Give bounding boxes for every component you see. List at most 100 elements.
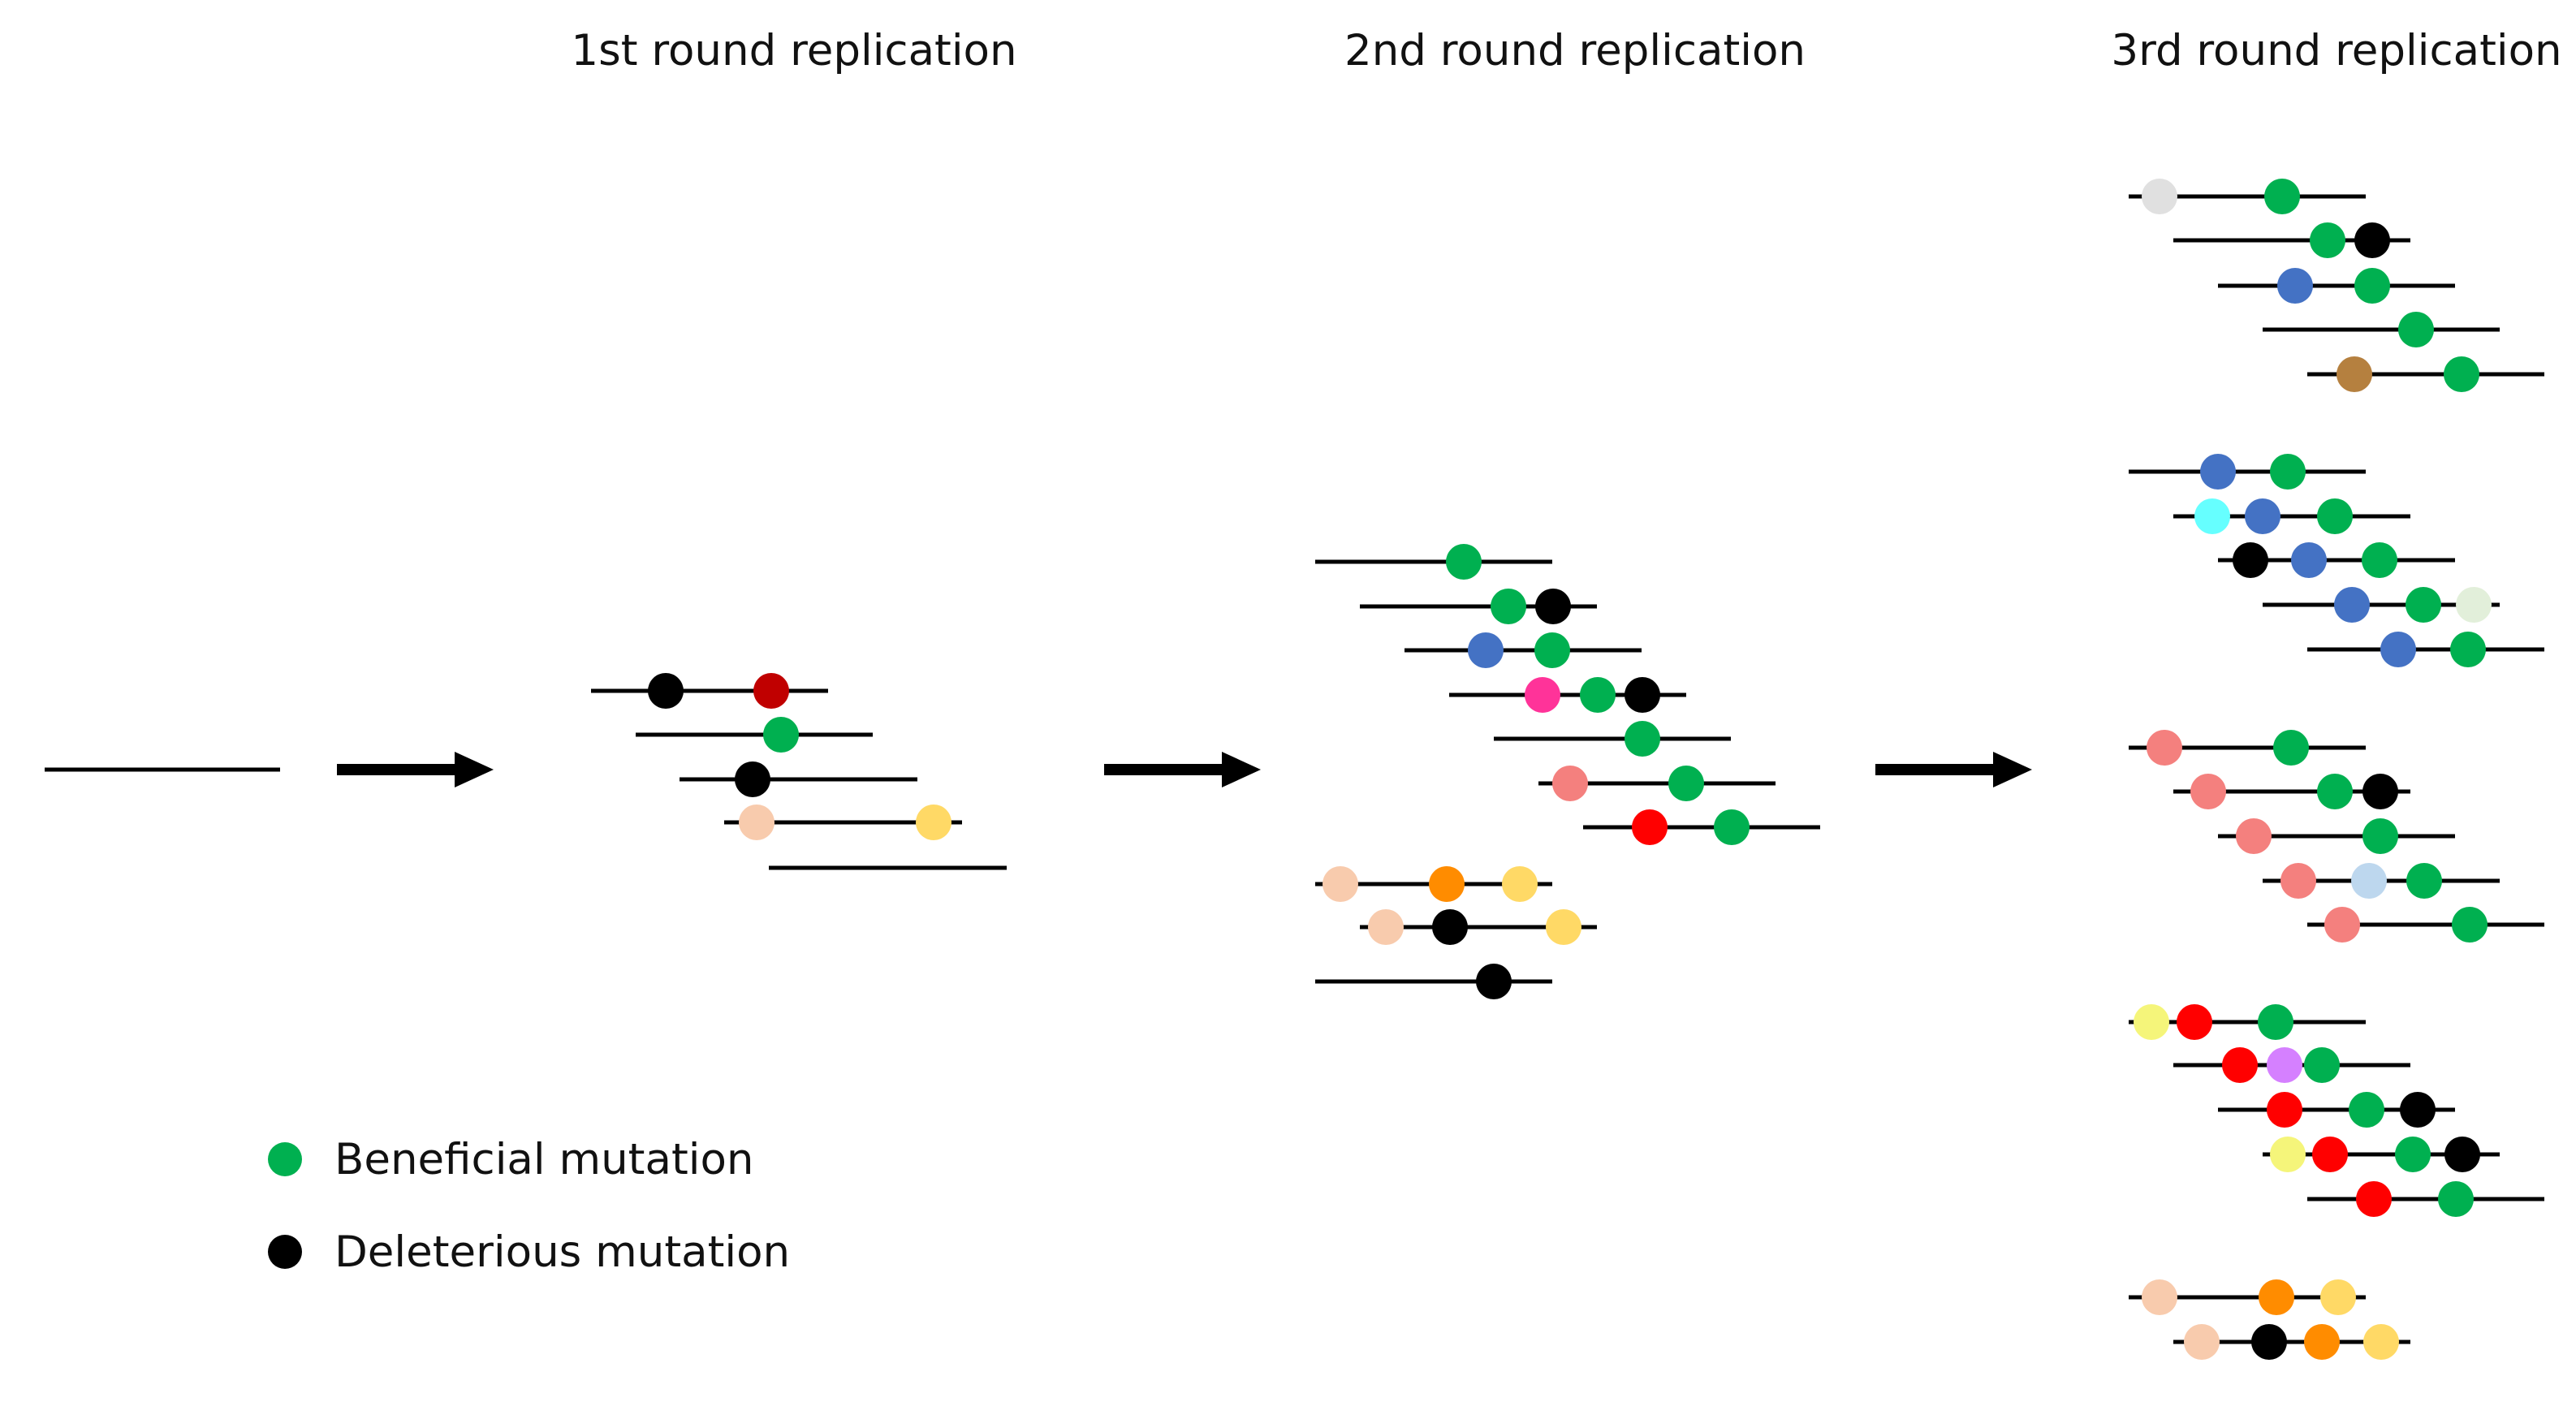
dna-strands bbox=[45, 179, 2544, 1360]
beneficial-mutation-dot bbox=[2317, 774, 2353, 809]
mutation-dot bbox=[2267, 1047, 2302, 1083]
strand bbox=[2173, 498, 2410, 534]
beneficial-mutation-dot bbox=[2310, 222, 2345, 258]
mutation-dot bbox=[2351, 863, 2387, 899]
beneficial-mutation-dot bbox=[2398, 312, 2434, 347]
deleterious-mutation-dot bbox=[1476, 964, 1512, 999]
strand bbox=[1449, 677, 1686, 713]
beneficial-mutation-dot bbox=[2406, 587, 2441, 623]
arrow-right-icon bbox=[337, 752, 494, 787]
strand bbox=[2263, 863, 2500, 899]
mutation-dot bbox=[2334, 587, 2370, 623]
mutation-dot bbox=[2277, 268, 2313, 304]
mutation-dot bbox=[2194, 498, 2230, 534]
mutation-dot bbox=[2280, 863, 2316, 899]
mutation-dot bbox=[2324, 907, 2360, 943]
beneficial-mutation-dot bbox=[1580, 677, 1616, 713]
beneficial-mutation-dot bbox=[2354, 268, 2390, 304]
mutation-dot bbox=[2190, 774, 2226, 809]
deleterious-mutation-dot bbox=[2233, 542, 2268, 578]
strand bbox=[2173, 1324, 2410, 1360]
mutation-dot bbox=[1368, 909, 1404, 945]
mutation-dot bbox=[2312, 1137, 2348, 1172]
strand bbox=[1315, 544, 1552, 580]
mutation-dot bbox=[2142, 1279, 2177, 1315]
strand bbox=[2129, 454, 2366, 490]
arrow-right-icon bbox=[1875, 752, 2032, 787]
legend-item-beneficial: Beneficial mutation bbox=[268, 1135, 753, 1184]
strand bbox=[2307, 356, 2544, 392]
legend-black-dot-icon bbox=[268, 1235, 302, 1269]
strand bbox=[2263, 587, 2500, 623]
mutation-dot bbox=[753, 673, 789, 709]
beneficial-mutation-dot bbox=[2273, 730, 2309, 766]
beneficial-mutation-dot bbox=[2450, 632, 2486, 667]
beneficial-mutation-dot bbox=[2444, 356, 2479, 392]
legend-item-deleterious: Deleterious mutation bbox=[268, 1227, 790, 1277]
mutation-dot bbox=[1525, 677, 1560, 713]
mutation-dot bbox=[2270, 1137, 2306, 1172]
mutation-dot bbox=[1323, 866, 1358, 902]
beneficial-mutation-dot bbox=[763, 717, 799, 753]
legend-label-beneficial: Beneficial mutation bbox=[334, 1134, 754, 1184]
beneficial-mutation-dot bbox=[2270, 454, 2306, 490]
strand bbox=[591, 673, 828, 709]
beneficial-mutation-dot bbox=[2317, 498, 2353, 534]
beneficial-mutation-dot bbox=[2438, 1181, 2474, 1217]
deleterious-mutation-dot bbox=[1625, 677, 1660, 713]
strand bbox=[1494, 721, 1731, 757]
beneficial-mutation-dot bbox=[2264, 179, 2300, 214]
mutation-dot bbox=[1502, 866, 1538, 902]
beneficial-mutation-dot bbox=[2304, 1047, 2340, 1083]
beneficial-mutation-dot bbox=[1534, 632, 1570, 668]
deleterious-mutation-dot bbox=[2362, 774, 2398, 809]
strand bbox=[2263, 312, 2500, 347]
strand bbox=[2129, 730, 2366, 766]
strand bbox=[2218, 542, 2455, 578]
deleterious-mutation-dot bbox=[2400, 1092, 2436, 1128]
strand bbox=[2173, 222, 2410, 258]
beneficial-mutation-dot bbox=[2362, 818, 2398, 854]
mutation-dot bbox=[2200, 454, 2236, 490]
beneficial-mutation-dot bbox=[2452, 907, 2488, 943]
strand bbox=[636, 717, 873, 753]
strand bbox=[1315, 866, 1552, 902]
deleterious-mutation-dot bbox=[648, 673, 684, 709]
process-arrows bbox=[337, 752, 2032, 787]
beneficial-mutation-dot bbox=[2362, 542, 2397, 578]
strand bbox=[2129, 179, 2366, 214]
beneficial-mutation-dot bbox=[2406, 863, 2442, 899]
mutation-dot bbox=[2363, 1324, 2399, 1360]
mutation-dot bbox=[1632, 809, 1668, 845]
mutation-dot bbox=[2142, 179, 2177, 214]
strand bbox=[2173, 774, 2410, 809]
arrow-right-icon bbox=[1104, 752, 1261, 787]
beneficial-mutation-dot bbox=[2395, 1137, 2431, 1172]
deleterious-mutation-dot bbox=[1535, 589, 1571, 624]
strand bbox=[1405, 632, 1642, 668]
beneficial-mutation-dot bbox=[2349, 1092, 2384, 1128]
mutation-dot bbox=[2291, 542, 2327, 578]
strand bbox=[1360, 589, 1597, 624]
deleterious-mutation-dot bbox=[2354, 222, 2390, 258]
deleterious-mutation-dot bbox=[1432, 909, 1468, 945]
beneficial-mutation-dot bbox=[1714, 809, 1750, 845]
mutation-dot bbox=[1468, 632, 1504, 668]
strand bbox=[2307, 1181, 2544, 1217]
mutation-dot bbox=[2320, 1279, 2356, 1315]
beneficial-mutation-dot bbox=[2258, 1004, 2293, 1040]
legend-green-dot-icon bbox=[268, 1142, 302, 1176]
strand bbox=[2307, 907, 2544, 943]
beneficial-mutation-dot bbox=[1491, 589, 1526, 624]
mutation-dot bbox=[2380, 632, 2416, 667]
mutation-dot bbox=[2356, 1181, 2392, 1217]
mutation-dot bbox=[2222, 1047, 2258, 1083]
mutation-dot bbox=[2147, 730, 2182, 766]
deleterious-mutation-dot bbox=[2251, 1324, 2287, 1360]
mutation-dot bbox=[2304, 1324, 2340, 1360]
mutation-dot bbox=[739, 805, 775, 840]
strand bbox=[724, 805, 962, 840]
mutation-dot bbox=[1552, 766, 1588, 801]
beneficial-mutation-dot bbox=[1446, 544, 1482, 580]
mutation-dot bbox=[2337, 356, 2372, 392]
